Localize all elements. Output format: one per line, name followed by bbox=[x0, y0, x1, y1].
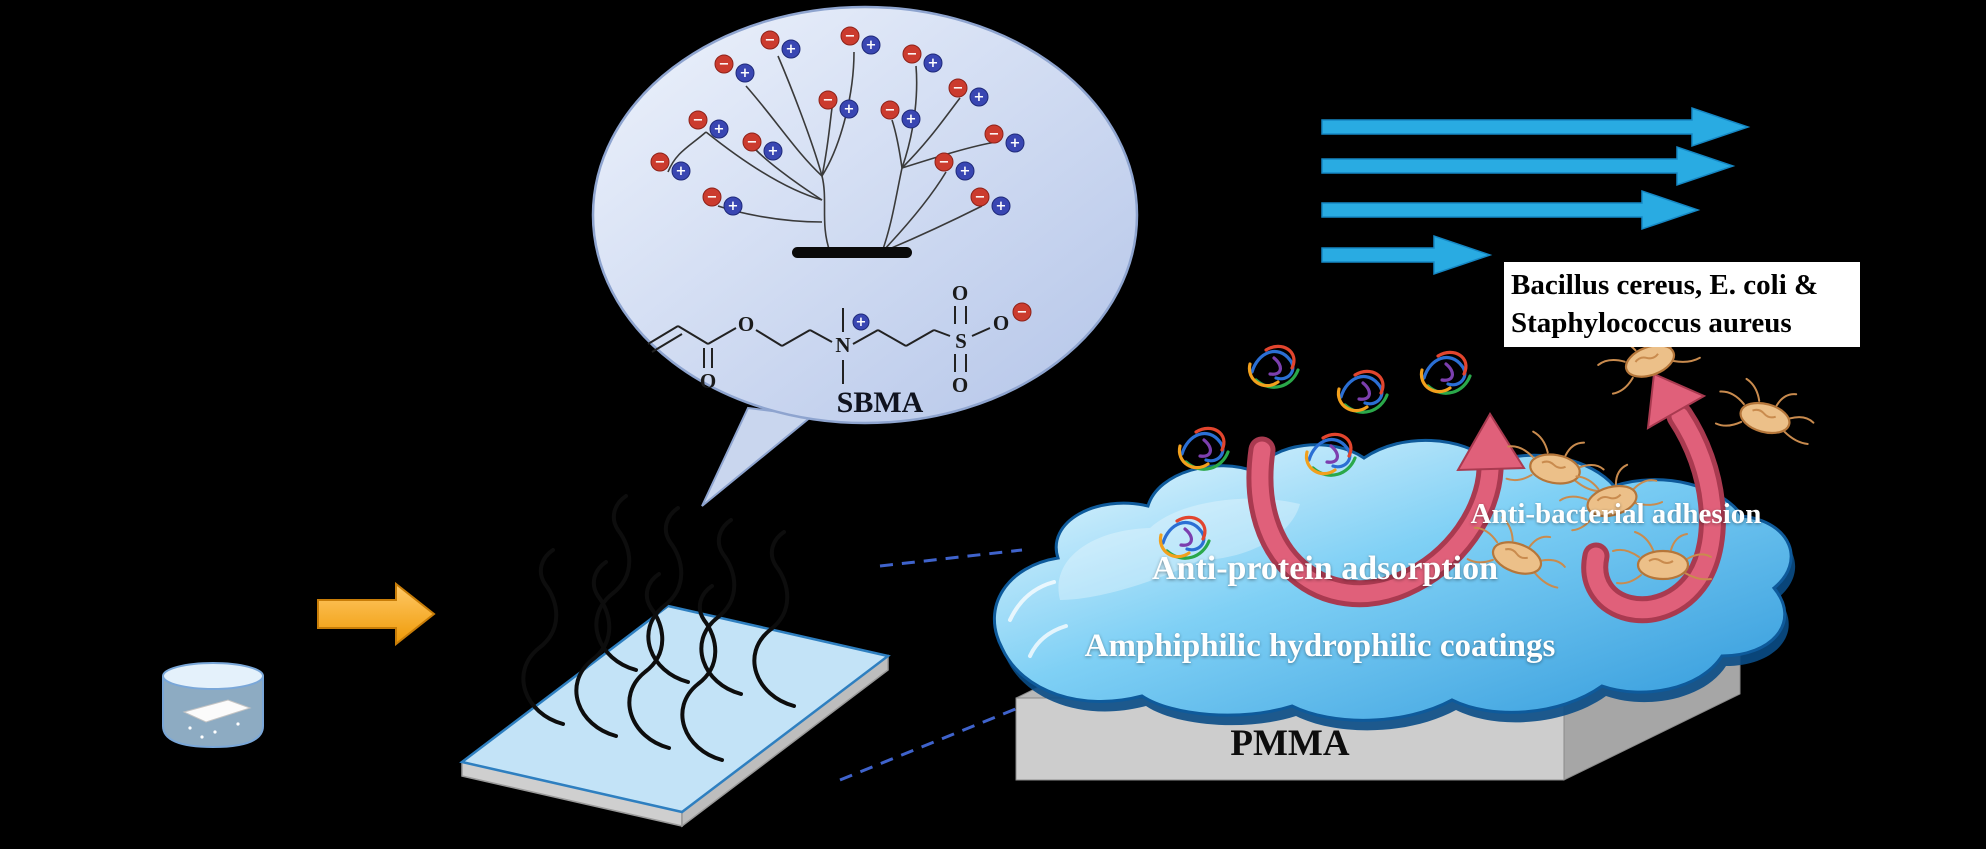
svg-text:−: − bbox=[747, 135, 758, 150]
protein-icon bbox=[1336, 369, 1389, 414]
svg-text:−: − bbox=[823, 93, 834, 108]
bacteria-names-line1: Bacillus cereus, E. coli & bbox=[1511, 269, 1819, 301]
atom-o-bottom: O bbox=[952, 373, 968, 397]
svg-text:+: + bbox=[714, 122, 725, 137]
charge-pair-icon: −+ bbox=[840, 26, 881, 55]
atom-s: S bbox=[955, 329, 967, 353]
brush-coated-slab bbox=[459, 494, 891, 828]
svg-text:−: − bbox=[907, 47, 918, 62]
svg-text:+: + bbox=[906, 112, 917, 127]
charge-pair-icon: −+ bbox=[934, 152, 975, 181]
protein-icon bbox=[1177, 426, 1230, 471]
n-plus-charge-icon bbox=[852, 313, 870, 331]
svg-text:−: − bbox=[1017, 305, 1028, 320]
speech-bubble bbox=[591, 5, 1139, 507]
anchor-bar bbox=[792, 247, 912, 258]
charge-pair-icon: −+ bbox=[650, 152, 691, 181]
svg-text:−: − bbox=[885, 103, 896, 118]
atom-o-ester: O bbox=[738, 312, 754, 336]
svg-text:+: + bbox=[856, 315, 867, 330]
svg-text:−: − bbox=[939, 155, 950, 170]
charge-pair-icon: −+ bbox=[702, 187, 743, 216]
charge-pair-icon: −+ bbox=[984, 124, 1025, 153]
svg-text:−: − bbox=[693, 113, 704, 128]
charge-pairs: −+ −+ −+ −+ −+ −+ −+ −+ −+ −+ −+ −+ −+ −… bbox=[650, 26, 1025, 216]
charge-pair-icon: −+ bbox=[742, 132, 783, 161]
svg-text:+: + bbox=[728, 199, 739, 214]
charge-pair-icon: −+ bbox=[902, 44, 943, 73]
svg-text:−: − bbox=[953, 81, 964, 96]
svg-text:−: − bbox=[655, 155, 666, 170]
flow-arrow-icon bbox=[1321, 234, 1493, 276]
protein-icon bbox=[1419, 350, 1472, 395]
svg-text:+: + bbox=[740, 66, 751, 81]
svg-text:+: + bbox=[996, 199, 1007, 214]
svg-text:+: + bbox=[844, 102, 855, 117]
svg-text:+: + bbox=[786, 42, 797, 57]
slab-top-face bbox=[459, 604, 891, 814]
polymer-brush-drawing bbox=[667, 51, 997, 258]
svg-text:+: + bbox=[1010, 136, 1021, 151]
petri-dish-icon bbox=[162, 662, 264, 749]
svg-text:−: − bbox=[719, 57, 730, 72]
charge-pair-icon: −+ bbox=[688, 110, 729, 139]
sbma-label: SBMA bbox=[836, 386, 924, 419]
atom-n: N bbox=[835, 333, 850, 357]
anti-bacterial-label: Anti-bacterial adhesion bbox=[1470, 498, 1762, 530]
svg-text:+: + bbox=[960, 164, 971, 179]
charge-pair-icon: −+ bbox=[760, 30, 801, 59]
svg-text:+: + bbox=[974, 90, 985, 105]
sample-slide bbox=[182, 699, 252, 723]
charge-pair-icon: −+ bbox=[880, 100, 921, 129]
svg-text:−: − bbox=[989, 127, 1000, 142]
bacteria-names-line2: Staphylococcus aureus bbox=[1511, 306, 1792, 339]
atom-o-terminal: O bbox=[993, 311, 1009, 335]
repel-arrow-protein bbox=[1246, 412, 1526, 608]
charge-pair-icon: −+ bbox=[970, 187, 1011, 216]
svg-text:−: − bbox=[707, 190, 718, 205]
svg-text:−: − bbox=[975, 190, 986, 205]
anti-protein-label: Anti-protein adsorption bbox=[1151, 550, 1499, 587]
flow-arrow-icon bbox=[1321, 106, 1751, 148]
svg-text:+: + bbox=[768, 144, 779, 159]
bacteria-names-box: Bacillus cereus, E. coli & Staphylococcu… bbox=[1504, 262, 1860, 348]
flow-arrows bbox=[1321, 106, 1751, 276]
process-arrow-icon bbox=[317, 581, 436, 647]
atom-o-carbonyl: O bbox=[700, 369, 716, 393]
coating-label: Amphiphilic hydrophilic coatings bbox=[1084, 628, 1556, 664]
protein-icon bbox=[1247, 344, 1300, 389]
svg-text:+: + bbox=[928, 56, 939, 71]
atom-o-top: O bbox=[952, 281, 968, 305]
bacterium-icon bbox=[1710, 372, 1822, 450]
flow-arrow-icon bbox=[1321, 145, 1736, 187]
pmma-label: PMMA bbox=[1230, 723, 1350, 764]
charge-pair-icon: −+ bbox=[714, 54, 755, 83]
charge-pair-icon: −+ bbox=[818, 90, 859, 119]
charge-pair-icon: −+ bbox=[948, 78, 989, 107]
svg-text:+: + bbox=[676, 164, 687, 179]
flow-arrow-icon bbox=[1321, 189, 1701, 231]
sbma-structure: O O N + S O O O − bbox=[647, 281, 1032, 397]
o-minus-charge-icon bbox=[1012, 302, 1032, 322]
svg-text:−: − bbox=[845, 29, 856, 44]
svg-text:+: + bbox=[866, 38, 877, 53]
svg-text:−: − bbox=[765, 33, 776, 48]
magnify-dashed-lines bbox=[839, 548, 1023, 782]
